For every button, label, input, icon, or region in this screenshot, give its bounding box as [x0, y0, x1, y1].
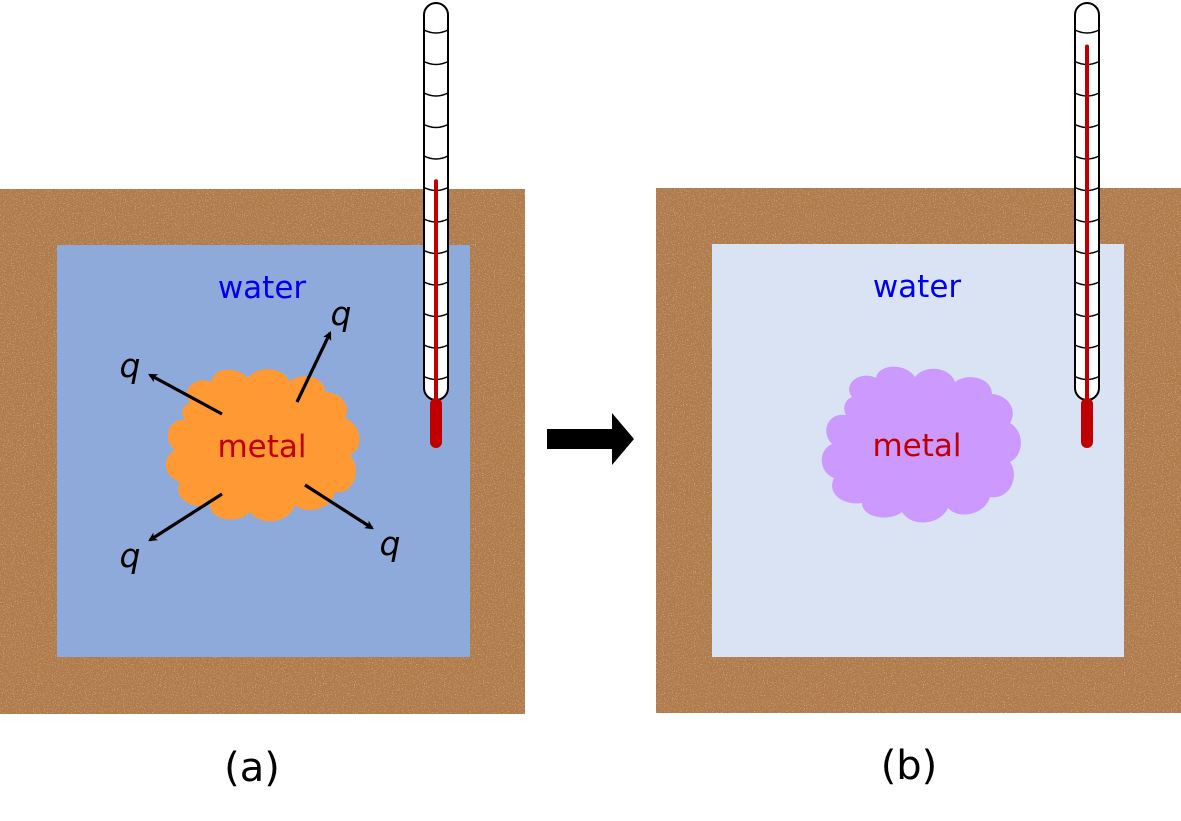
- thermometer-tick: [423, 155, 449, 160]
- heat-arrow-up-right: [295, 330, 332, 403]
- metal-label-b: metal: [872, 428, 961, 464]
- thermometer-tick: [423, 123, 449, 129]
- thermometer-bulb: [430, 398, 442, 448]
- thermometer-icon: [423, 2, 449, 448]
- thermometer-bulb: [1081, 398, 1093, 448]
- panel-a: water metal q q q q (a): [0, 2, 525, 791]
- metal-blob-b: [821, 366, 1021, 523]
- thermometer-tick: [1074, 29, 1100, 34]
- thermometer-tick: [423, 29, 449, 34]
- panel-b: water metal (b): [656, 2, 1181, 789]
- water-label-b: water: [873, 269, 962, 305]
- metal-label-a: metal: [217, 429, 306, 465]
- thermometer-tick: [423, 92, 449, 97]
- right-arrow-icon: [547, 413, 634, 465]
- thermometer-tick: [423, 60, 449, 66]
- heat-arrow-up-left: [148, 373, 223, 416]
- heat-arrows-a: [148, 330, 374, 542]
- heat-arrow-down-left: [148, 492, 223, 542]
- heat-label-down-left: q: [120, 536, 141, 575]
- thermometer-icon: [1074, 2, 1100, 448]
- water-label-a: water: [218, 270, 307, 306]
- heat-arrow-down-right: [304, 483, 374, 530]
- heat-label-down-right: q: [380, 524, 401, 563]
- panel-label-a: (a): [224, 745, 280, 791]
- heat-label-up-right: q: [331, 294, 352, 333]
- panel-label-b: (b): [881, 743, 938, 789]
- heat-label-up-left: q: [120, 346, 141, 385]
- metal-blob-a: [165, 369, 360, 522]
